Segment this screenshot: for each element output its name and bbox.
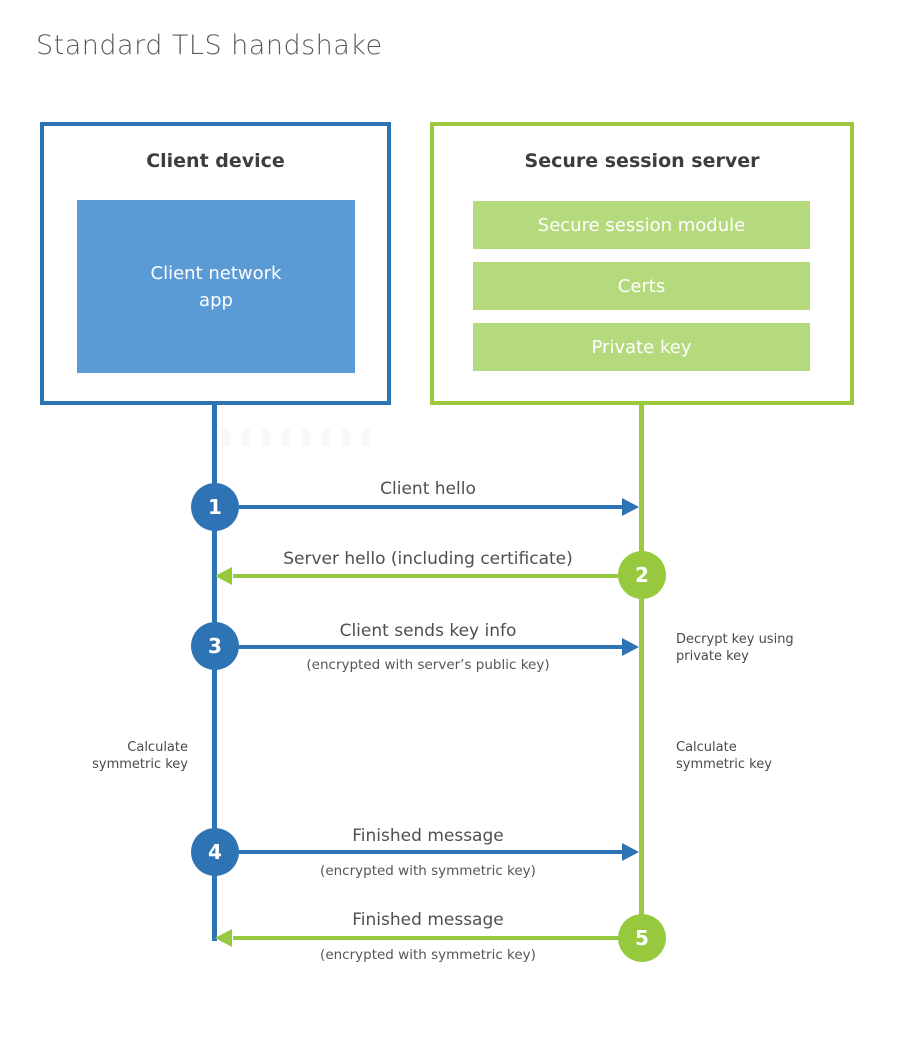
step-number: 4 [208, 840, 222, 864]
message-label: Finished message [352, 910, 504, 930]
arrowhead-left-icon [215, 929, 232, 947]
step-circle-3: 3 [191, 622, 239, 670]
arrow-client-key-info [239, 645, 624, 649]
step-number: 3 [208, 634, 222, 658]
server-module-label: Private key [591, 336, 692, 358]
server-module-label: Secure session module [537, 214, 746, 236]
message-sublabel: (encrypted with symmetric key) [320, 947, 536, 963]
arrowhead-left-icon [215, 567, 232, 585]
arrowhead-right-icon [622, 638, 639, 656]
step-circle-2: 2 [618, 551, 666, 599]
ghost-artifact [222, 429, 382, 446]
step-number: 5 [635, 926, 649, 950]
message-sublabel: (encrypted with server’s public key) [306, 657, 550, 673]
client-network-app-label: Client network app [150, 262, 282, 311]
message-label: Server hello (including certificate) [283, 549, 573, 569]
message-label: Client sends key info [339, 621, 517, 641]
arrow-server-hello [233, 574, 618, 578]
step-number: 2 [635, 563, 649, 587]
step-circle-5: 5 [618, 914, 666, 962]
server-lifeline [639, 404, 644, 938]
note-calculate-symmetric-key-server: Calculate symmetric key [676, 740, 772, 772]
step-circle-4: 4 [191, 828, 239, 876]
page-title: Standard TLS handshake [36, 30, 383, 61]
note-calculate-symmetric-key-client: Calculate symmetric key [92, 740, 188, 772]
secure-session-server-title: Secure session server [524, 150, 760, 172]
arrowhead-right-icon [622, 498, 639, 516]
arrow-client-hello [239, 505, 624, 509]
message-label: Client hello [380, 479, 476, 499]
message-sublabel: (encrypted with symmetric key) [320, 863, 536, 879]
step-number: 1 [208, 495, 222, 519]
server-module-private-key: Private key [473, 323, 810, 371]
arrow-finished-server [233, 936, 618, 940]
server-module-secure-session: Secure session module [473, 201, 810, 249]
arrowhead-right-icon [622, 843, 639, 861]
client-network-app-box: Client network app [77, 200, 355, 373]
message-label: Finished message [352, 826, 504, 846]
client-lifeline [212, 404, 217, 941]
server-module-certs: Certs [473, 262, 810, 310]
server-module-label: Certs [617, 275, 666, 297]
arrow-finished-client [239, 850, 624, 854]
note-decrypt-key: Decrypt key using private key [676, 632, 794, 664]
step-circle-1: 1 [191, 483, 239, 531]
client-device-title: Client device [146, 150, 285, 172]
